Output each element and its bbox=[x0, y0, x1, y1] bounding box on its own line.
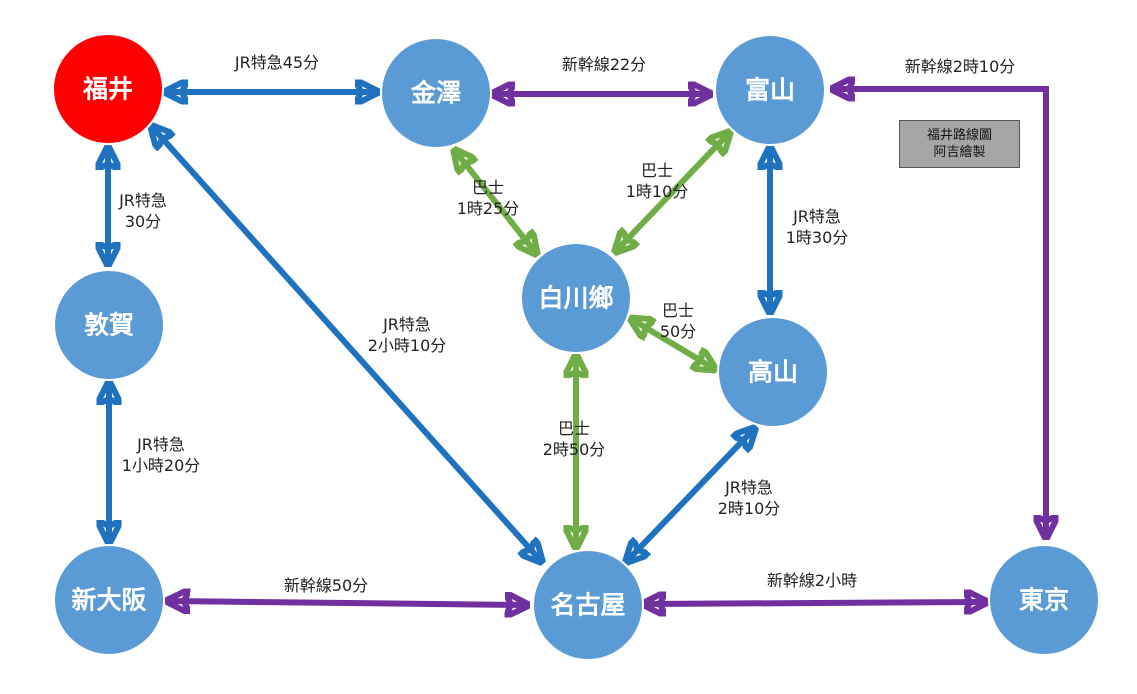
station-kanazawa: 金澤 bbox=[380, 37, 492, 149]
station-circle bbox=[532, 549, 644, 661]
station-toyama: 富山 bbox=[714, 34, 826, 146]
route-label-line: JR特急 bbox=[136, 435, 185, 454]
legend-box: 福井路線圖 阿吉繪製 bbox=[899, 120, 1020, 168]
station-takayama: 高山 bbox=[717, 316, 829, 428]
station-circle bbox=[52, 33, 164, 145]
route-label-tsuruga-shinosaka: JR特急 1小時20分 bbox=[122, 435, 201, 475]
station-tsuruga: 敦賀 bbox=[53, 269, 165, 381]
route-toyama-tokyo bbox=[835, 89, 1046, 535]
route-label-line: JR特急 bbox=[792, 207, 841, 226]
station-shinosaka: 新大阪 bbox=[53, 544, 165, 656]
station-circle bbox=[714, 34, 826, 146]
station-circle bbox=[53, 544, 165, 656]
route-shirakawago-takayama bbox=[633, 320, 713, 368]
station-label: 金澤 bbox=[410, 79, 461, 108]
route-label-toyama-shirakawago: 巴士 1時10分 bbox=[626, 161, 689, 201]
route-label-line: 1時25分 bbox=[457, 199, 520, 218]
route-label-line: 1時10分 bbox=[626, 182, 689, 201]
station-shirakawago: 白川鄉 bbox=[520, 242, 632, 354]
station-tokyo: 東京 bbox=[988, 544, 1100, 656]
route-label-line: 巴士 bbox=[662, 301, 694, 320]
route-label-fukui-tsuruga: JR特急 30分 bbox=[118, 191, 167, 231]
route-takayama-nagoya bbox=[628, 430, 753, 560]
station-fukui: 福井 bbox=[52, 33, 164, 145]
route-label-line: 50分 bbox=[660, 322, 696, 341]
route-label-line: 2小時10分 bbox=[368, 336, 447, 355]
route-label-line: 2時10分 bbox=[718, 499, 781, 518]
route-label-fukui-nagoya: JR特急 2小時10分 bbox=[368, 315, 447, 355]
station-nagoya: 名古屋 bbox=[532, 549, 644, 661]
station-circle bbox=[717, 316, 829, 428]
route-label-line: JR特急 bbox=[118, 191, 167, 210]
route-label-line: 巴士 bbox=[641, 161, 673, 180]
route-label-takayama-nagoya: JR特急 2時10分 bbox=[718, 478, 781, 518]
route-label-fukui-kanazawa: JR特急45分 bbox=[234, 53, 319, 72]
route-label-nagoya-tokyo: 新幹線2小時 bbox=[767, 571, 857, 590]
route-label-line: 1時30分 bbox=[786, 228, 849, 247]
station-label: 新大阪 bbox=[71, 586, 146, 615]
route-nagoya-tokyo bbox=[646, 602, 984, 604]
route-shinosaka-nagoya bbox=[170, 601, 525, 605]
route-label-line: JR特急 bbox=[724, 478, 773, 497]
route-label-line: 新幹線2時10分 bbox=[905, 57, 1016, 76]
route-label-kanazawa-shirakawago: 巴士 1時25分 bbox=[457, 178, 520, 218]
legend-author: 阿吉繪製 bbox=[933, 145, 986, 160]
station-label: 名古屋 bbox=[550, 591, 625, 620]
station-label: 高山 bbox=[748, 358, 798, 387]
station-label: 福井 bbox=[82, 75, 133, 104]
station-label: 敦賀 bbox=[84, 311, 134, 340]
station-label: 白川鄉 bbox=[538, 284, 613, 313]
route-label-line: JR特急 bbox=[382, 315, 431, 334]
station-circle bbox=[380, 37, 492, 149]
station-circle bbox=[53, 269, 165, 381]
route-label-line: 新幹線22分 bbox=[562, 55, 646, 74]
station-label: 富山 bbox=[745, 76, 795, 105]
route-fukui-nagoya bbox=[153, 128, 540, 560]
route-label-toyama-takayama: JR特急 1時30分 bbox=[786, 207, 849, 247]
route-label-line: 巴士 bbox=[472, 178, 504, 197]
route-label-line: 2時50分 bbox=[543, 440, 606, 459]
route-label-line: 新幹線50分 bbox=[284, 576, 368, 595]
station-circle bbox=[520, 242, 632, 354]
route-label-line: 巴士 bbox=[558, 419, 590, 438]
route-toyama-shirakawago bbox=[617, 134, 728, 250]
route-label-toyama-tokyo: 新幹線2時10分 bbox=[905, 57, 1016, 76]
station-label: 東京 bbox=[1019, 586, 1069, 615]
route-label-line: 新幹線2小時 bbox=[767, 571, 857, 590]
route-label-line: 30分 bbox=[125, 212, 161, 231]
route-label-shinosaka-nagoya: 新幹線50分 bbox=[284, 576, 368, 595]
route-label-line: JR特急45分 bbox=[234, 53, 319, 72]
route-label-shirakawago-takayama: 巴士 50分 bbox=[660, 301, 696, 341]
legend-title: 福井路線圖 bbox=[926, 128, 992, 143]
route-label-line: 1小時20分 bbox=[122, 456, 201, 475]
route-label-kanazawa-toyama: 新幹線22分 bbox=[562, 55, 646, 74]
station-circle bbox=[988, 544, 1100, 656]
route-label-shirakawago-nagoya: 巴士 2時50分 bbox=[543, 419, 606, 459]
